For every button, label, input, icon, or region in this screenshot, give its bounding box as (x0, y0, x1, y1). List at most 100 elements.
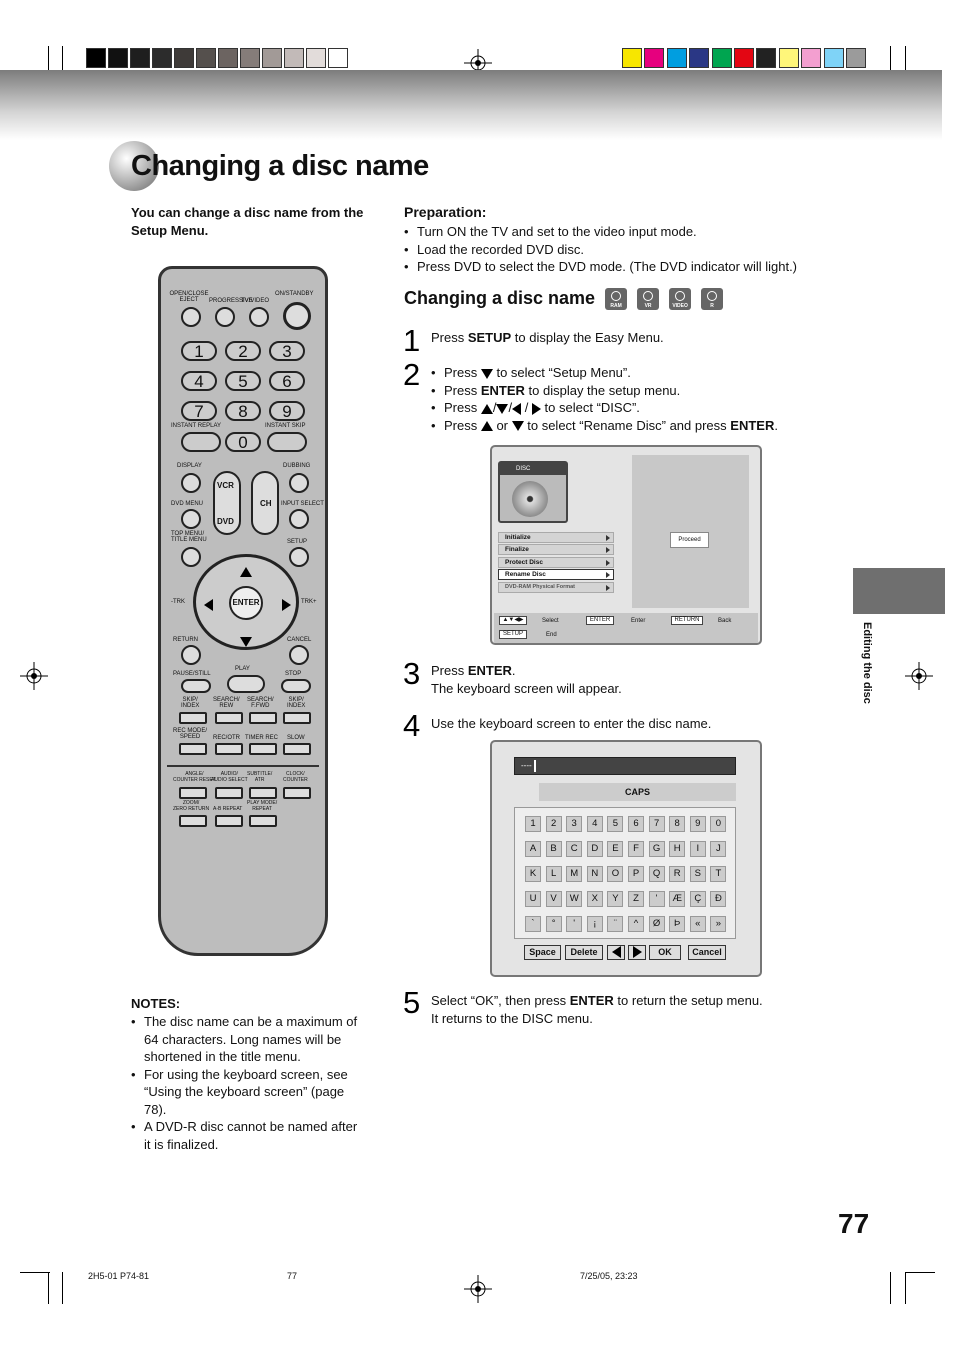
digit-1-button[interactable]: 2 (225, 341, 261, 361)
keyboard-key[interactable]: Ø (648, 916, 665, 932)
disc-name-input[interactable]: ---- (514, 757, 736, 775)
menu-item-finalize[interactable]: Finalize (498, 544, 614, 555)
subtitle-button[interactable] (249, 787, 277, 799)
keyboard-key[interactable]: F (628, 841, 644, 857)
keyboard-key[interactable]: Z (628, 891, 644, 907)
down-arrow-icon[interactable] (240, 633, 252, 651)
digit-6-button[interactable]: 7 (181, 401, 217, 421)
keyboard-key[interactable]: » (710, 916, 727, 932)
power-button[interactable] (283, 302, 311, 330)
keyboard-key[interactable]: D (586, 841, 603, 857)
keyboard-key[interactable]: A (525, 841, 541, 857)
keyboard-key[interactable]: N (586, 866, 603, 882)
menu-item-protect-disc[interactable]: Protect Disc (498, 557, 614, 568)
keyboard-key[interactable]: G (648, 841, 665, 857)
cancel-button[interactable] (289, 645, 309, 665)
delete-button[interactable]: Delete (565, 945, 603, 960)
rec-mode-button[interactable] (179, 743, 207, 755)
keyboard-key[interactable]: 3 (566, 816, 583, 832)
keyboard-key[interactable]: ^ (628, 916, 644, 932)
keyboard-key[interactable]: Ð (710, 891, 727, 907)
keyboard-key[interactable]: B (545, 841, 562, 857)
menu-item-rename-disc[interactable]: Rename Disc (498, 569, 614, 580)
keyboard-key[interactable]: ° (545, 916, 562, 932)
up-arrow-icon[interactable] (240, 563, 252, 581)
keyboard-key[interactable]: Q (648, 866, 665, 882)
left-arrow-icon[interactable] (204, 596, 213, 614)
skip-forward-button[interactable] (283, 712, 311, 724)
channel-rocker[interactable]: CH (251, 471, 279, 535)
progressive-button[interactable] (215, 307, 235, 327)
cancel-button[interactable]: Cancel (688, 945, 726, 960)
play-button[interactable] (227, 675, 265, 693)
keyboard-key[interactable]: O (607, 866, 624, 882)
keyboard-key[interactable]: ' (648, 891, 665, 907)
keyboard-key[interactable]: Y (607, 891, 624, 907)
keyboard-key[interactable]: ` (525, 916, 541, 932)
keyboard-key[interactable]: 9 (689, 816, 706, 832)
digit-7-button[interactable]: 8 (225, 401, 261, 421)
eject-button[interactable] (181, 307, 201, 327)
digit-3-button[interactable]: 4 (181, 371, 217, 391)
right-arrow-icon[interactable] (282, 596, 291, 614)
keyboard-key[interactable]: X (586, 891, 603, 907)
keyboard-key[interactable]: J (710, 841, 727, 857)
rec-otr-button[interactable] (215, 743, 243, 755)
keyboard-key[interactable]: K (525, 866, 541, 882)
input-select-button[interactable] (289, 509, 309, 529)
keyboard-key[interactable]: C (566, 841, 583, 857)
keyboard-key[interactable]: 6 (628, 816, 644, 832)
instant-skip-button[interactable] (267, 432, 307, 452)
slow-button[interactable] (283, 743, 311, 755)
keyboard-key[interactable]: P (628, 866, 644, 882)
tv-video-button[interactable] (249, 307, 269, 327)
keyboard-key[interactable]: V (545, 891, 562, 907)
digit-2-button[interactable]: 3 (269, 341, 305, 361)
keyboard-key[interactable]: 2 (545, 816, 562, 832)
cursor-left-button[interactable] (607, 945, 625, 960)
dvd-menu-button[interactable] (181, 509, 201, 529)
timer-rec-button[interactable] (249, 743, 277, 755)
proceed-button[interactable]: Proceed (670, 532, 709, 548)
clock-button[interactable] (283, 787, 311, 799)
keyboard-key[interactable]: 8 (669, 816, 686, 832)
audio-button[interactable] (215, 787, 243, 799)
vcr-dvd-switch[interactable]: VCR DVD (213, 471, 241, 535)
digit-9-button[interactable]: 0 (225, 432, 261, 452)
ok-button[interactable]: OK (649, 945, 681, 960)
digit-4-button[interactable]: 5 (225, 371, 261, 391)
stop-button[interactable] (281, 679, 311, 693)
caps-button[interactable]: CAPS (539, 783, 736, 801)
keyboard-key[interactable]: ¡ (586, 916, 603, 932)
keyboard-key[interactable]: T (710, 866, 727, 882)
pause-button[interactable] (181, 679, 211, 693)
rewind-button[interactable] (215, 712, 243, 724)
keyboard-key[interactable]: Ç (689, 891, 706, 907)
keyboard-key[interactable]: 5 (607, 816, 624, 832)
keyboard-key[interactable]: U (525, 891, 541, 907)
display-button[interactable] (181, 473, 201, 493)
menu-item-physical-format[interactable]: DVD-RAM Physical Format (498, 582, 614, 593)
keyboard-key[interactable]: R (669, 866, 686, 882)
keyboard-key[interactable]: 7 (648, 816, 665, 832)
skip-back-button[interactable] (179, 712, 207, 724)
angle-button[interactable] (179, 787, 207, 799)
cursor-right-button[interactable] (628, 945, 646, 960)
keyboard-key[interactable]: ¨ (607, 916, 624, 932)
ab-repeat-button[interactable] (215, 815, 243, 827)
keyboard-key[interactable]: « (689, 916, 706, 932)
digit-8-button[interactable]: 9 (269, 401, 305, 421)
keyboard-key[interactable]: S (689, 866, 706, 882)
space-button[interactable]: Space (524, 945, 561, 960)
keyboard-key[interactable]: M (566, 866, 583, 882)
digit-5-button[interactable]: 6 (269, 371, 305, 391)
keyboard-key[interactable]: E (607, 841, 624, 857)
keyboard-key[interactable]: Æ (669, 891, 686, 907)
setup-button[interactable] (289, 547, 309, 567)
keyboard-key[interactable]: ' (566, 916, 583, 932)
keyboard-key[interactable]: 0 (710, 816, 727, 832)
top-menu-button[interactable] (181, 547, 201, 567)
instant-replay-button[interactable] (181, 432, 221, 452)
dubbing-button[interactable] (289, 473, 309, 493)
keyboard-key[interactable]: H (669, 841, 686, 857)
